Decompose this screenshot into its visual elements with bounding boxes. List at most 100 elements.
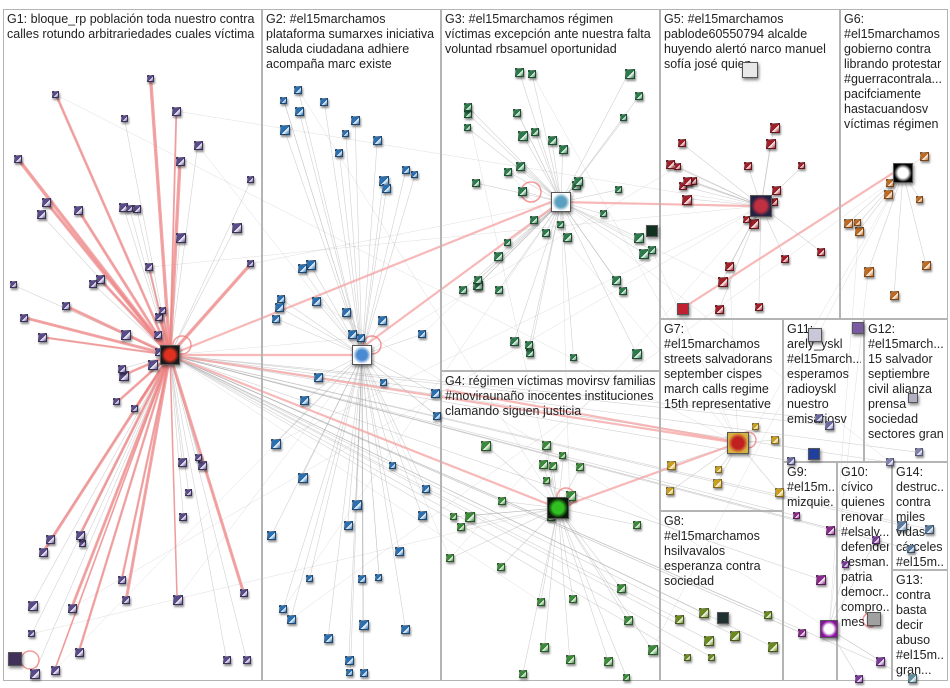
node[interactable] (433, 412, 441, 420)
node[interactable] (154, 331, 162, 339)
node[interactable] (145, 263, 153, 271)
node[interactable] (528, 70, 536, 78)
node[interactable] (815, 414, 823, 422)
node[interactable] (816, 575, 826, 585)
node[interactable] (519, 670, 527, 678)
node[interactable] (518, 187, 527, 196)
node[interactable] (247, 260, 254, 267)
node[interactable] (635, 92, 643, 100)
node[interactable] (121, 115, 128, 122)
node[interactable] (922, 261, 931, 270)
node[interactable] (126, 205, 133, 212)
node[interactable] (75, 648, 84, 657)
node[interactable] (915, 448, 923, 456)
node[interactable] (418, 511, 427, 520)
node[interactable] (474, 276, 482, 284)
node[interactable] (908, 393, 918, 403)
node[interactable] (344, 521, 353, 530)
node[interactable] (148, 360, 158, 370)
node[interactable] (176, 157, 185, 166)
node[interactable] (37, 210, 46, 219)
node[interactable] (766, 139, 776, 149)
node[interactable] (775, 488, 784, 497)
node[interactable] (450, 513, 457, 520)
node[interactable] (271, 439, 281, 449)
node[interactable] (147, 75, 154, 82)
node[interactable] (742, 62, 758, 78)
node[interactable] (389, 462, 396, 469)
node[interactable] (504, 168, 512, 176)
node[interactable] (855, 227, 864, 236)
node[interactable] (133, 205, 141, 213)
node[interactable] (808, 328, 822, 342)
node[interactable] (542, 229, 550, 237)
node[interactable] (772, 186, 781, 195)
node[interactable] (39, 548, 48, 557)
node[interactable] (633, 521, 641, 529)
node[interactable] (826, 526, 835, 535)
node[interactable] (717, 612, 729, 624)
node[interactable] (113, 398, 120, 405)
node[interactable] (52, 91, 59, 98)
node[interactable] (525, 341, 533, 349)
node[interactable] (358, 575, 366, 583)
group-g12[interactable]: G12: #el15march... 15 salvador septiembr… (864, 319, 948, 462)
node[interactable] (14, 155, 22, 163)
node[interactable] (787, 457, 795, 465)
node[interactable] (515, 68, 524, 77)
node[interactable] (411, 171, 418, 178)
node[interactable] (465, 512, 475, 522)
node[interactable] (280, 125, 290, 135)
group-g10[interactable]: G10: cívico quienes renovar #elsalv... d… (837, 462, 892, 681)
node[interactable] (725, 262, 734, 271)
node[interactable] (173, 595, 183, 605)
node[interactable] (232, 223, 242, 233)
group-g4[interactable]: G4: régimen víctimas movirsv familias #m… (441, 371, 660, 681)
node[interactable] (855, 675, 863, 683)
node[interactable] (247, 176, 254, 183)
group-g1[interactable]: G1: bloque_rp población toda nuestro con… (3, 9, 262, 681)
hub-node[interactable] (352, 345, 372, 365)
node[interactable] (176, 233, 186, 243)
node[interactable] (79, 540, 86, 547)
node[interactable] (446, 554, 454, 562)
node[interactable] (382, 184, 391, 193)
node[interactable] (122, 596, 130, 604)
hub-node[interactable] (160, 345, 180, 365)
node[interactable] (768, 642, 778, 652)
node[interactable] (634, 233, 644, 243)
node[interactable] (179, 513, 187, 521)
node[interactable] (74, 206, 83, 215)
node[interactable] (682, 195, 692, 205)
node[interactable] (516, 162, 525, 171)
node[interactable] (298, 473, 308, 483)
group-g3[interactable]: G3: #el15marchamos régimen víctimas exce… (441, 9, 660, 371)
node[interactable] (300, 396, 309, 405)
node[interactable] (459, 286, 467, 294)
node[interactable] (749, 219, 759, 229)
node[interactable] (287, 615, 296, 624)
node[interactable] (243, 656, 251, 664)
node[interactable] (854, 219, 861, 226)
node[interactable] (513, 109, 521, 117)
node[interactable] (481, 441, 491, 451)
node[interactable] (908, 674, 917, 683)
node[interactable] (38, 333, 47, 342)
group-g8[interactable]: G8: #el15marchamos hsilvavalos esperanza… (660, 511, 783, 681)
node[interactable] (277, 295, 285, 303)
node[interactable] (294, 86, 302, 94)
node[interactable] (543, 477, 550, 484)
node[interactable] (498, 497, 506, 505)
node[interactable] (494, 252, 503, 261)
node[interactable] (378, 316, 387, 325)
node[interactable] (864, 267, 874, 277)
node[interactable] (195, 454, 202, 461)
node[interactable] (619, 287, 627, 295)
node[interactable] (817, 248, 825, 256)
node[interactable] (464, 124, 471, 131)
node[interactable] (457, 523, 465, 531)
node[interactable] (185, 489, 192, 496)
node[interactable] (916, 196, 923, 203)
node[interactable] (345, 656, 354, 665)
node[interactable] (159, 307, 166, 314)
